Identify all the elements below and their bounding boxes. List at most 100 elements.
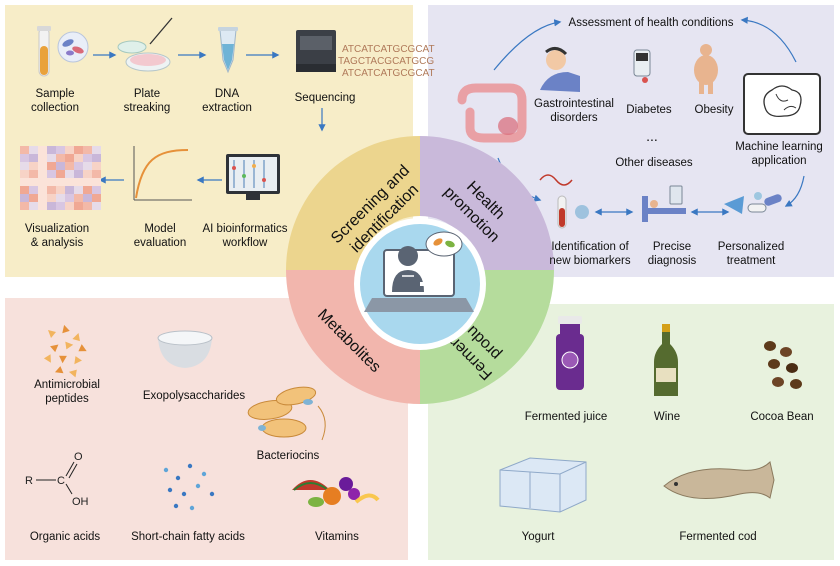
heatmap-cell	[29, 162, 38, 170]
heatmap-cell	[65, 186, 74, 194]
heatmap-cell	[65, 202, 74, 210]
heatmap-cell	[83, 170, 92, 178]
label-cocoa-bean: Cocoa Bean	[750, 411, 814, 423]
heatmap-cell	[38, 146, 47, 154]
peptide-mark	[62, 324, 70, 334]
heatmap-cell	[74, 178, 83, 186]
svg-text:O: O	[74, 451, 83, 463]
label-yogurt: Yogurt	[521, 531, 555, 543]
heatmap-cell	[29, 186, 38, 194]
heatmap-cell	[92, 146, 101, 154]
arrow-gut-to-assessment	[493, 19, 562, 71]
heatmap-cell	[92, 186, 101, 194]
heatmap-cell	[38, 162, 47, 170]
svg-text:R: R	[25, 475, 33, 487]
svg-text:C: C	[57, 475, 65, 487]
intestine-icon	[457, 83, 527, 143]
heatmap-cell	[20, 154, 29, 162]
test-tube-icon	[37, 26, 51, 77]
heatmap-cell	[56, 202, 65, 210]
heatmap-cell	[47, 146, 56, 154]
heatmap-cell	[65, 170, 74, 178]
label-bacteriocins: Bacteriocins	[256, 450, 320, 462]
heatmap-cell	[38, 170, 47, 178]
heatmap-icon	[20, 146, 101, 210]
peptide-mark	[68, 369, 77, 378]
heatmap-cell	[83, 194, 92, 202]
petri-dish-icon	[117, 17, 173, 72]
heatmap-cell	[47, 154, 56, 162]
peptide-mark	[74, 356, 82, 365]
heatmap-cell	[20, 178, 29, 186]
label-assessment: Assessment of health conditions	[568, 17, 734, 29]
label-diabetes: Diabetes	[626, 104, 672, 116]
bacteriocins-icon	[247, 386, 326, 441]
peptide-mark	[72, 333, 80, 342]
heatmap-cell	[20, 170, 29, 178]
obesity-icon	[694, 44, 718, 94]
peptide-mark	[43, 354, 51, 363]
heatmap-cell	[20, 202, 29, 210]
bacteria-dish-icon	[57, 31, 89, 63]
arrow-ml-to-treatment	[784, 175, 805, 207]
heatmap-cell	[38, 194, 47, 202]
label-vitamins: Vitamins	[315, 531, 359, 543]
scfa-dots-icon	[163, 463, 215, 511]
heatmap-cell	[74, 170, 83, 178]
organic-acid-structure: R C O OH	[25, 451, 89, 508]
sequencer-icon	[296, 30, 336, 72]
heatmap-cell	[56, 146, 65, 154]
heatmap-cell	[92, 154, 101, 162]
wine-bottle-icon	[654, 324, 678, 396]
scfa-dot	[167, 487, 173, 493]
peptide-mark	[48, 330, 56, 338]
health-title-sector: Health promotion	[420, 136, 554, 270]
label-fermented-juice: Fermented juice	[524, 411, 608, 423]
scfa-dot	[173, 503, 179, 509]
scfa-dot	[201, 471, 207, 477]
heatmap-cell	[74, 186, 83, 194]
juice-bottle-icon	[556, 316, 584, 390]
heatmap-cell	[65, 154, 74, 162]
heatmap-cell	[92, 202, 101, 210]
label-other-diseases: Other diseases	[615, 157, 693, 169]
heatmap-cell	[20, 186, 29, 194]
heatmap-cell	[74, 146, 83, 154]
scfa-dot	[195, 483, 201, 489]
heatmap-cell	[29, 146, 38, 154]
heatmap-cell	[74, 202, 83, 210]
sequence-letters: ATCATCATGCGCAT TAGCTACGCATGCG ATCATCATGC…	[338, 44, 435, 79]
scfa-dot	[181, 491, 187, 497]
heatmap-cell	[20, 194, 29, 202]
heatmap-cell	[83, 154, 92, 162]
cocoa-beans-icon	[764, 341, 802, 389]
svg-text:OH: OH	[72, 496, 89, 508]
scfa-dot	[209, 491, 215, 497]
biomarker-icon	[539, 174, 589, 229]
heatmap-cell	[83, 202, 92, 210]
heatmap-cell	[65, 162, 74, 170]
scfa-dot	[175, 475, 181, 481]
heatmap-cell	[83, 162, 92, 170]
ai-monitor-icon	[226, 154, 280, 200]
heatmap-cell	[29, 194, 38, 202]
peptide-mark	[78, 344, 87, 352]
peptide-mark	[65, 341, 74, 350]
peptides-icon	[43, 324, 87, 378]
heatmap-cell	[29, 154, 38, 162]
heatmap-cell	[47, 194, 56, 202]
eppendorf-tube-icon	[218, 27, 238, 74]
heatmap-cell	[56, 186, 65, 194]
peptide-mark	[50, 344, 59, 353]
heatmap-cell	[47, 202, 56, 210]
scfa-dot	[163, 467, 169, 473]
label-wine: Wine	[653, 411, 681, 423]
label-exopolysaccharides: Exopolysaccharides	[142, 390, 246, 402]
label-sequencing: Sequencing	[294, 92, 356, 104]
center-laptop-doctor-icon	[354, 218, 486, 350]
